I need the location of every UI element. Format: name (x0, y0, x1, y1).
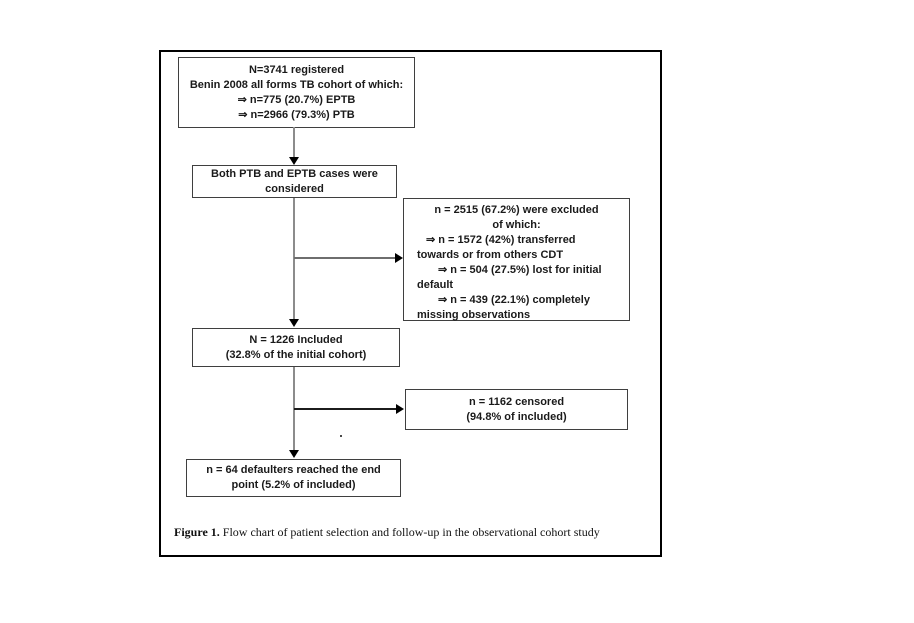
arrowhead-down (289, 157, 299, 165)
arrowhead-down (289, 450, 299, 458)
flow-box-line: Benin 2008 all forms TB cohort of which: (189, 78, 404, 91)
flow-box-line: (94.8% of included) (466, 410, 567, 423)
flow-box-line: N = 1226 Included (249, 333, 343, 346)
flow-box-line: ⇒ n = 439 (22.1%) completely (438, 294, 590, 306)
flow-box-line: Both PTB and EPTB cases were (211, 167, 378, 180)
flow-box-registered: N=3741 registered Benin 2008 all forms T… (178, 57, 415, 128)
flow-box-considered: Both PTB and EPTB cases were considered (192, 165, 397, 198)
flow-box-line: considered (265, 182, 324, 195)
flow-box-excluded: n = 2515 (67.2%) were excluded of which:… (403, 198, 630, 321)
flow-box-line: point (5.2% of included) (231, 479, 356, 491)
flow-box-line: ⇒ n = 1572 (42%) transferred (426, 234, 576, 246)
flow-box-line: towards or from others CDT (417, 249, 564, 261)
figure-caption-text: Flow chart of patient selection and foll… (219, 525, 600, 539)
arrowhead-right (396, 404, 404, 414)
flow-box-line: ⇒ n=775 (20.7%) EPTB (237, 93, 356, 106)
flow-box-line: n = 2515 (67.2%) were excluded (434, 204, 599, 216)
flow-box-censored: n = 1162 censored (94.8% of included) (405, 389, 628, 430)
connector-branch-excluded (294, 257, 396, 259)
flow-box-included: N = 1226 Included (32.8% of the initial … (192, 328, 400, 367)
arrowhead-down (289, 319, 299, 327)
flow-box-line: ⇒ n = 504 (27.5%) lost for initial (438, 264, 602, 276)
flow-box-line: of which: (492, 219, 541, 231)
flow-box-line: N=3741 registered (248, 63, 345, 76)
connector-registered-considered (293, 127, 295, 159)
stray-dot (340, 435, 342, 437)
flow-box-line: (32.8% of the initial cohort) (225, 348, 367, 361)
arrowhead-right (395, 253, 403, 263)
figure-caption: Figure 1. Flow chart of patient selectio… (174, 524, 624, 540)
figure-caption-label: Figure 1. (174, 525, 220, 539)
connector-branch-censored (294, 408, 397, 410)
flow-box-defaulters: n = 64 defaulters reached the end point … (186, 459, 401, 497)
connector-considered-included (293, 198, 295, 320)
flow-box-line: n = 1162 censored (468, 395, 565, 408)
flow-box-line: missing observations (417, 309, 531, 321)
flow-box-line: default (417, 279, 454, 291)
flow-box-line: n = 64 defaulters reached the end (206, 464, 381, 476)
flow-box-line: ⇒ n=2966 (79.3%) PTB (238, 108, 355, 121)
